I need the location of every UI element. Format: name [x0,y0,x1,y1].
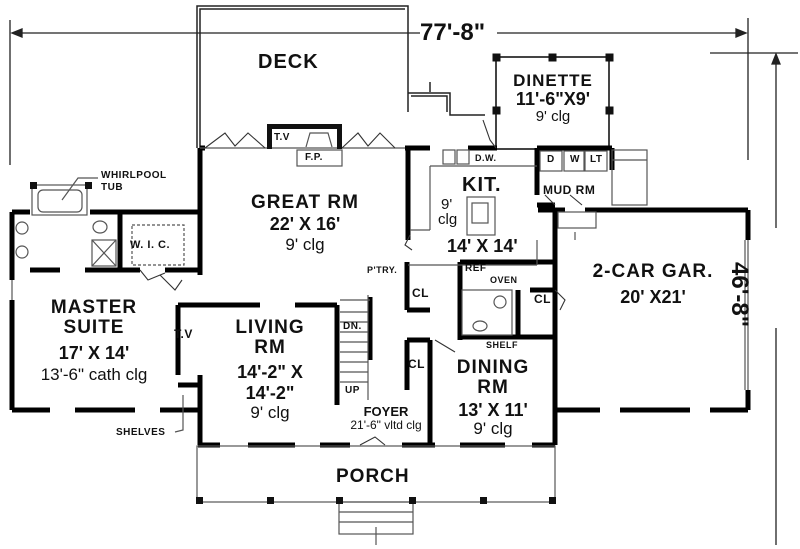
tub-label: TUB [101,182,124,193]
kitchen-island-cooktop [466,196,496,236]
stairs-down-label: DN. [343,321,362,332]
great-room-name: GREAT RM [251,192,359,213]
staircase [340,295,370,400]
foyer-name: FOYER [363,404,409,419]
living-room-name-2: RM [254,336,286,358]
great-room: GREAT RM 22' X 16' 9' clg [205,193,405,254]
dining-room-ceiling: 9' clg [473,418,513,438]
dining-room-size: 13' X 11' [458,399,528,420]
thin-detail-lines [11,132,749,545]
shelves-label: SHELVES [116,427,166,438]
deck-label: DECK [258,51,319,73]
dinette-name: DINETTE [513,71,593,90]
whirlpool-label: WHIRLPOOL [101,170,167,181]
dinette-ceiling: 9' clg [535,107,571,125]
master-suite-name-1: MASTER [50,297,138,318]
door-swings [139,119,583,446]
master-tv-label: T.V [174,327,193,341]
kitchen-ceiling-b: clg [438,211,458,228]
kitchen-size: 14' X 14' [447,236,518,256]
dinette-size: 11'-6"X9' [515,88,591,109]
living-room-size-2: 14'-2" [245,382,295,403]
great-room-ceiling: 9' clg [285,234,325,254]
foyer-closet-label: CL [408,357,425,371]
foyer-ceiling: 21'-6" vltd clg [350,417,422,432]
dryer-label: D [547,154,555,165]
porch-name: PORCH [336,466,410,487]
foyer: FOYER 21'-6" vltd clg [336,405,436,431]
dining-room-name-1: DINING [456,357,530,378]
pantry-closet-label: CL [412,286,429,300]
fireplace-label: F.P. [305,152,323,163]
washer-label: W [570,154,580,165]
deck-outline [196,5,485,148]
living-room-ceiling: 9' clg [250,402,290,422]
exterior-walls [9,145,751,448]
dinette-room: DINETTE 11'-6"X9' 9' clg [497,72,609,124]
dining-room-name-2: RM [477,376,509,398]
master-suite-size: 17' X 14' [58,342,130,363]
kitchen-ceiling-a: 9' [441,196,453,213]
living-room-name-1: LIVING [235,317,305,338]
living-room-size-1: 14'-2" X [237,361,303,382]
fireplace-box [296,149,343,167]
garage-closet-label: CL [534,292,551,306]
mud-room-name: MUD RM [543,183,596,197]
refrigerator-label: REF [465,263,487,274]
porch-posts [30,124,556,504]
great-room-tv-label: T.V [274,132,290,143]
kitchen-name: KIT. [462,174,502,196]
garage-size: 20' X21' [620,286,686,307]
garage: 2-CAR GAR. 20' X21' [558,262,748,307]
overall-depth-dimension [710,52,798,545]
dining-room: DINING RM 13' X 11' 9' clg [432,358,554,438]
stairs-up-label: UP [345,385,360,396]
garage-name: 2-CAR GAR. [592,261,714,282]
overall-width-dimension [9,18,749,165]
great-room-size: 22' X 16' [269,213,341,234]
oven-label: OVEN [490,275,518,285]
dishwasher-label: D.W. [475,153,497,163]
living-room: LIVING RM 14'-2" X 14'-2" 9' clg [205,318,335,422]
laundry-tub-label: LT [590,154,603,165]
overall-width-label: 77'-8" [420,19,486,46]
master-suite-name-2: SUITE [63,316,125,338]
pantry-label: P'TRY. [367,265,398,275]
wic-label: W. I. C. [130,239,171,251]
master-suite-ceiling: 13'-6" cath clg [40,364,148,384]
shelf-label: SHELF [486,340,519,350]
master-suite: MASTER SUITE 17' X 14' 13'-6" cath clg [14,298,174,384]
